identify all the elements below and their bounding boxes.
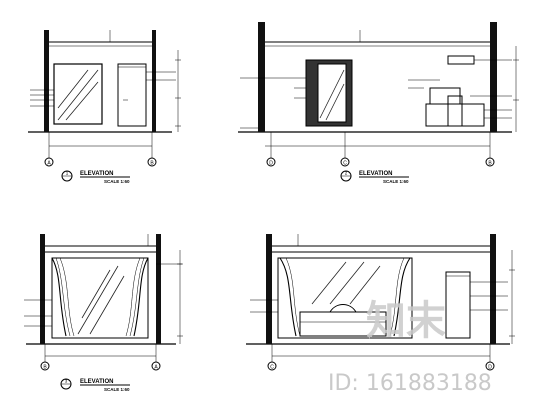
title-block-3: 3 ELEVATION SCALE 1:60 (60, 378, 130, 392)
svg-text:ELEVATION: ELEVATION (359, 171, 392, 177)
svg-text:SCALE 1:60: SCALE 1:60 (383, 179, 409, 184)
svg-text:ELEVATION: ELEVATION (80, 171, 113, 177)
svg-text:B: B (43, 365, 47, 371)
svg-text:SCALE 1:60: SCALE 1:60 (104, 387, 130, 392)
grid-mark-c2: A (151, 344, 161, 371)
watermark-id: ID: 161883188 (328, 371, 492, 396)
svg-text:B: B (488, 161, 492, 167)
svg-text:D: D (269, 161, 273, 167)
svg-text:A: A (154, 365, 158, 371)
watermark-logo: 知末 (366, 298, 446, 344)
grid-mark-d1: C (267, 344, 277, 371)
grid-mark-a1: A (44, 132, 54, 167)
grid-mark-a2: B (147, 132, 157, 167)
watermark: 知末 ID: 161883188 (328, 298, 492, 396)
svg-text:ELEVATION: ELEVATION (80, 379, 113, 385)
elevation-panel-2: D C B 2 ELEVATION SCALE 1:60 (238, 22, 519, 184)
elevation-panel-1: A B 1 ELEVATION SCALE 1:60 (28, 30, 181, 184)
svg-text:C: C (270, 365, 274, 371)
elevation-panel-4: C D (246, 234, 515, 371)
svg-text:2: 2 (345, 171, 348, 176)
grid-mark-b2: C (340, 132, 350, 167)
svg-text:D: D (488, 365, 492, 371)
title-block-1: 1 ELEVATION SCALE 1:60 (61, 170, 130, 184)
svg-text:SCALE 1:60: SCALE 1:60 (104, 179, 130, 184)
title-block-2: 2 ELEVATION SCALE 1:60 (340, 170, 409, 184)
svg-text:B: B (150, 161, 154, 167)
svg-text:C: C (343, 161, 347, 167)
svg-text:1: 1 (66, 171, 69, 176)
grid-mark-b3: B (485, 132, 495, 167)
grid-mark-c1: B (40, 344, 50, 371)
elevation-panel-3: B A 3 ELEVATION SCALE 1:60 (24, 234, 183, 392)
svg-text:3: 3 (65, 379, 68, 384)
grid-mark-b1: D (266, 132, 276, 167)
svg-text:A: A (47, 161, 51, 167)
grid-mark-d2: D (485, 344, 495, 371)
